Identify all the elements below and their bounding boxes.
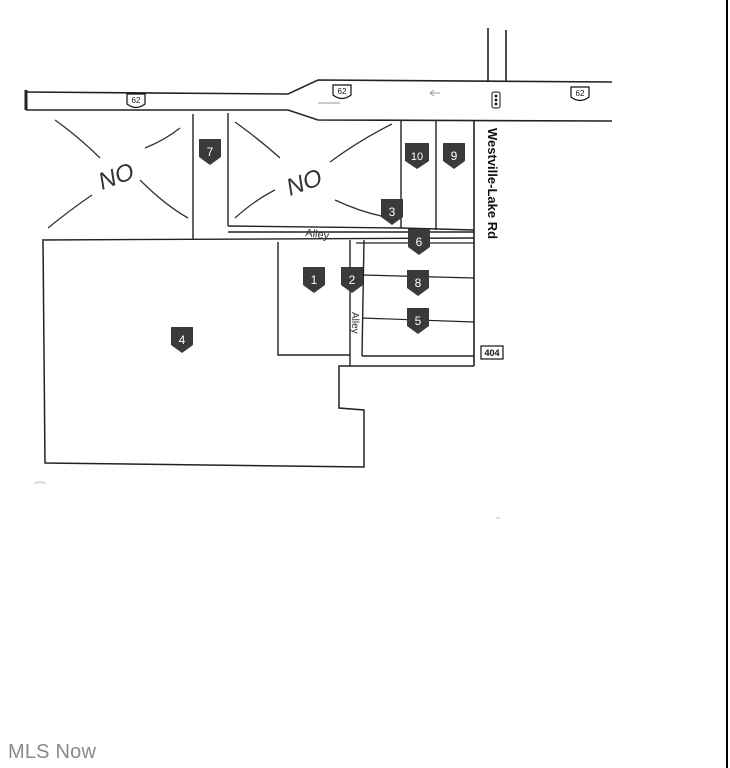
lot-marker: 1 — [303, 267, 325, 293]
watermark-text: MLS Now — [8, 741, 97, 763]
lot-marker-label: 2 — [349, 273, 356, 287]
lot-marker: 5 — [407, 308, 429, 334]
route-shield: 62 — [332, 84, 352, 100]
lot-marker: 4 — [171, 327, 193, 353]
route-shield-label: 62 — [132, 96, 141, 105]
lot-marker: 6 — [408, 229, 430, 255]
lot-marker-label: 10 — [411, 151, 423, 163]
lot-marker-label: 9 — [451, 149, 458, 163]
scan-artifacts — [33, 481, 500, 519]
lot-marker-label: 7 — [207, 145, 214, 159]
lane-arrows — [318, 89, 440, 104]
traffic-signal-icon — [491, 91, 501, 109]
lot-marker-label: 5 — [415, 314, 422, 328]
alley-ns — [349, 239, 474, 367]
lot-marker-label: 6 — [416, 235, 423, 249]
lot-marker: 3 — [381, 199, 403, 225]
north-parcels — [192, 113, 475, 240]
route-shield: 62 — [126, 93, 146, 109]
lot-marker-label: 1 — [311, 273, 318, 287]
lot-marker-label: 3 — [389, 205, 396, 219]
lot-marker: 8 — [407, 270, 429, 296]
route-shield-label: 62 — [576, 89, 585, 98]
county-road-label: 404 — [484, 348, 499, 358]
county-road-sign: 404 — [480, 345, 504, 360]
lot-marker: 9 — [443, 143, 465, 169]
route-shield: 62 — [570, 86, 590, 102]
lot-4-boundary — [42, 240, 365, 468]
route-62-road — [24, 79, 613, 122]
crossed-out-lot-west — [47, 119, 189, 229]
page-edge-rule — [726, 0, 728, 768]
alley-ew — [41, 231, 475, 241]
lot-marker-label: 8 — [415, 276, 422, 290]
lot-marker-label: 4 — [179, 333, 186, 347]
lot-marker: 7 — [199, 139, 221, 165]
route-shield-label: 62 — [338, 87, 347, 96]
lot-marker: 2 — [341, 267, 363, 293]
lot-1-boundary — [277, 242, 350, 356]
handwritten-no-west: NO — [95, 158, 138, 196]
handwritten-no-east: NO — [283, 164, 326, 202]
alley-label-vertical: Alley — [349, 312, 360, 334]
road-name-label: Westville-Lake Rd — [485, 128, 500, 239]
alley-label-horizontal: Alley — [305, 227, 331, 242]
lot-marker: 10 — [405, 143, 429, 169]
